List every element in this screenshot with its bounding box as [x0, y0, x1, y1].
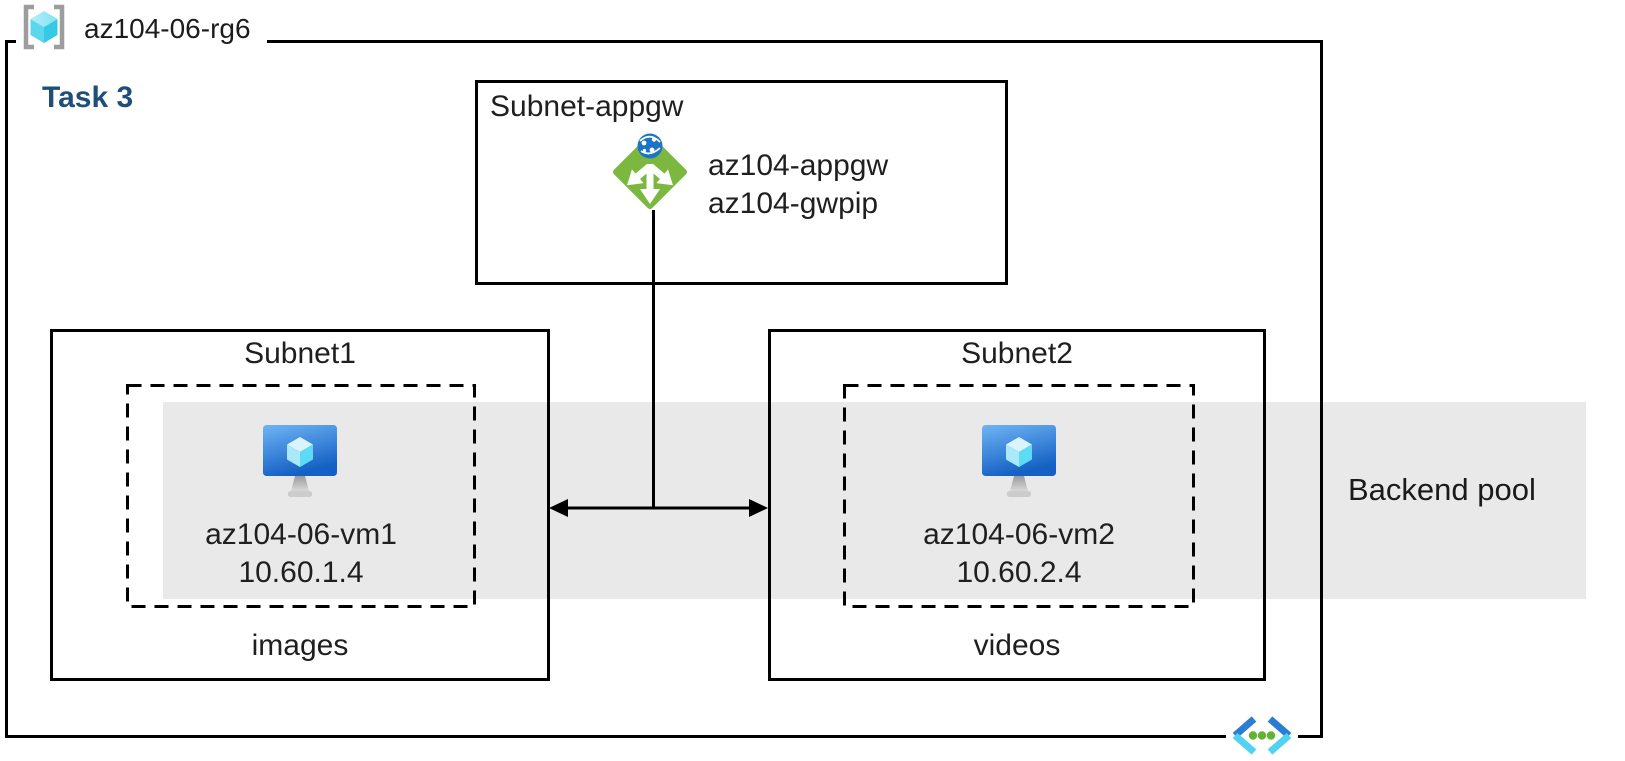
subnet1-box	[50, 329, 550, 681]
backend-pool-label: Backend pool	[1348, 472, 1536, 507]
task-label: Task 3	[42, 81, 134, 114]
resource-group-icon	[20, 3, 68, 56]
resource-group-boundary	[5, 40, 1323, 738]
vm2-ip: 10.60.2.4	[956, 556, 1082, 589]
vm1-ip: 10.60.1.4	[238, 556, 364, 589]
vm1-name: az104-06-vm1	[205, 518, 397, 551]
virtual-machine-icon-vm1	[262, 423, 338, 506]
application-gateway-icon	[608, 130, 692, 219]
appgw-subnet-title: Subnet-appgw	[490, 90, 684, 123]
resource-group-header: az104-06-rg6	[16, 2, 267, 56]
subnet1-title: Subnet1	[244, 337, 356, 370]
appgw-labels: az104-appgw az104-gwpip	[708, 147, 888, 223]
subnet1-pool-name: images	[251, 629, 349, 662]
subnet2-pool-name: videos	[973, 629, 1061, 662]
vm2-name: az104-06-vm2	[923, 518, 1115, 551]
appgw-name: az104-appgw	[708, 149, 889, 182]
virtual-network-icon	[1226, 710, 1298, 761]
subnet2-title: Subnet2	[961, 337, 1073, 370]
vm1-label: az104-06-vm1 10.60.1.4	[126, 516, 476, 592]
vm2-label: az104-06-vm2 10.60.2.4	[843, 516, 1195, 592]
appgw-public-ip-name: az104-gwpip	[708, 187, 879, 220]
resource-group-name: az104-06-rg6	[84, 13, 251, 44]
appgw-subnet-box	[475, 80, 1008, 285]
virtual-machine-icon-vm2	[981, 423, 1057, 506]
subnet2-box	[768, 329, 1266, 681]
